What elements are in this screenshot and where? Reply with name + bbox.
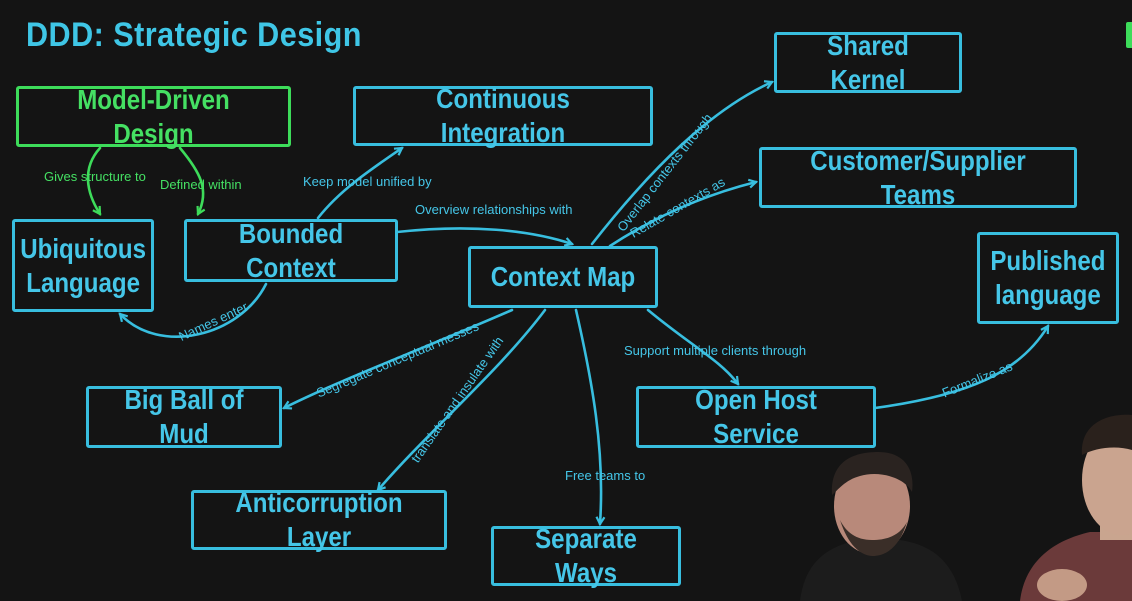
edge-label-keep-model-unified: Keep model unified by xyxy=(303,174,432,189)
node-open-host-service[interactable]: Open Host Service xyxy=(636,384,876,449)
node-context-map[interactable]: Context Map xyxy=(468,246,658,308)
node-shared-kernel[interactable]: Shared Kernel xyxy=(774,30,962,95)
edge-free-teams xyxy=(574,308,601,524)
edge-support-multiple-clients xyxy=(646,308,738,384)
node-customer-supplier-teams[interactable]: Customer/Supplier Teams xyxy=(759,145,1077,210)
edge-relate-contexts xyxy=(608,182,756,248)
node-published-language[interactable]: Published language xyxy=(977,232,1119,324)
node-ubiquitous-language[interactable]: Ubiquitous Language xyxy=(12,219,154,312)
edge-overlap-contexts xyxy=(590,82,772,246)
edge-translate-insulate xyxy=(378,308,547,490)
edge-names-enter xyxy=(120,282,268,338)
node-continuous-integration[interactable]: Continuous Integration xyxy=(353,83,653,148)
edge-formalize-as xyxy=(873,326,1050,410)
edge-gives-structure-to xyxy=(86,146,102,214)
edge-label-free-teams: Free teams to xyxy=(565,468,646,483)
edge-segregate-messes xyxy=(284,308,514,408)
edge-label-overview-relationships: Overview relationships with xyxy=(415,202,573,217)
page-title: DDD: Strategic Design xyxy=(26,16,362,54)
node-anticorruption-layer[interactable]: Anticorruption Layer xyxy=(191,487,447,552)
edge-label-support-multiple-clients: Support multiple clients through xyxy=(624,343,807,358)
edge-label-gives-structure-to: Gives structure to xyxy=(44,169,146,184)
edge-defined-within xyxy=(178,146,203,214)
edge-label-defined-within: Defined within xyxy=(160,177,242,192)
node-big-ball-of-mud[interactable]: Big Ball of Mud xyxy=(86,384,282,449)
edge-keep-model-unified xyxy=(316,146,402,220)
edge-overview-relationships xyxy=(395,227,572,244)
node-separate-ways[interactable]: Separate Ways xyxy=(491,523,681,588)
node-model-driven-design[interactable]: Model-Driven Design xyxy=(16,84,291,149)
logo-mark xyxy=(1126,22,1132,48)
node-bounded-context[interactable]: Bounded Context xyxy=(184,218,398,283)
